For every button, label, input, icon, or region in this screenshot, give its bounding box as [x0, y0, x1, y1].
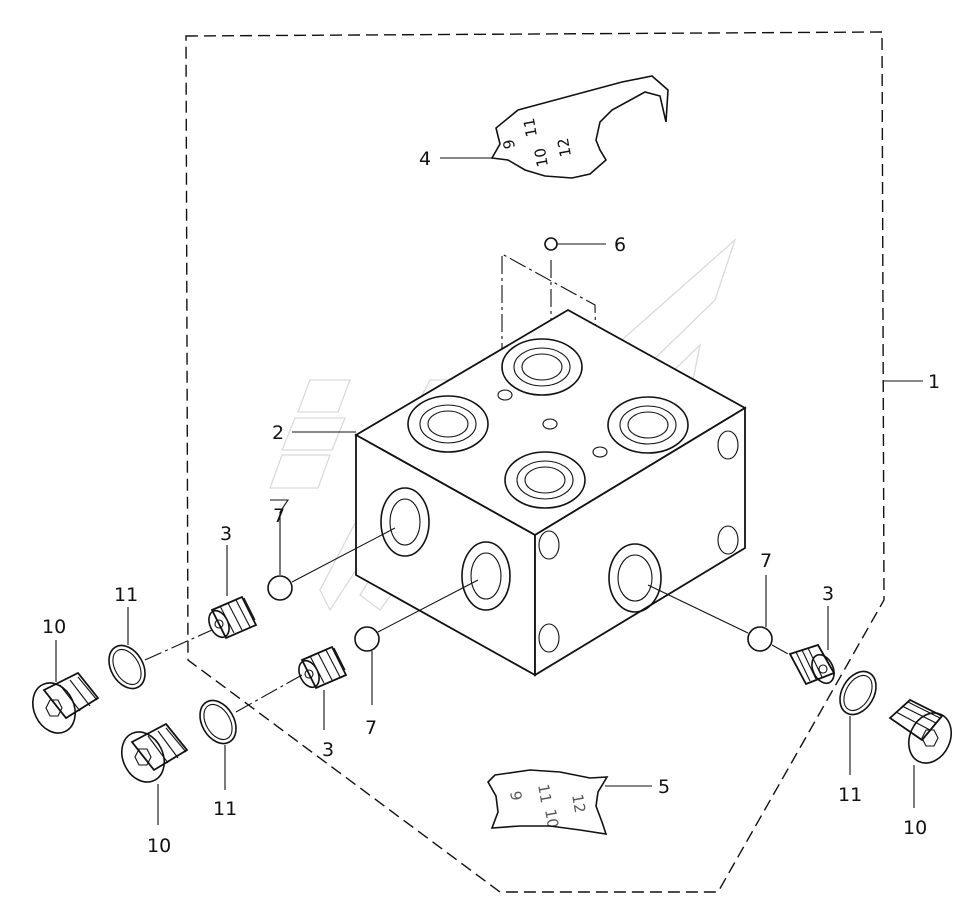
- bolt-hole: [717, 430, 739, 460]
- ball-7-right: [747, 626, 773, 652]
- o-ring-11-lower-middle: [199, 699, 237, 745]
- callout-7b: 7: [365, 717, 377, 739]
- ball-6: [544, 237, 558, 251]
- centerline-left-upper: [144, 629, 213, 661]
- plate-top-number-11: 11: [520, 117, 541, 139]
- plate-bottom-number-12: 12: [568, 793, 589, 815]
- ball-7-left: [267, 575, 293, 601]
- plate-bottom-number-9: 9: [506, 790, 525, 803]
- plug-10-upper-left: [32, 671, 100, 734]
- label-plate-bottom: 9 11 10 12: [487, 769, 609, 835]
- assembly-boundary: [185, 31, 885, 893]
- bolt-hole: [717, 525, 739, 555]
- centerline-left-lower: [235, 674, 303, 713]
- callout-2: 2: [272, 422, 284, 444]
- plug-3-right: [788, 643, 836, 686]
- callout-3b: 3: [322, 739, 334, 761]
- plate-top-number-12: 12: [554, 137, 575, 159]
- plate-top-number-9: 9: [500, 138, 519, 151]
- bolt-hole: [538, 530, 560, 560]
- left-port-1: [380, 487, 430, 557]
- plug-10-right: [888, 698, 952, 764]
- callout-3a: 3: [220, 523, 232, 545]
- callout-11a: 11: [114, 584, 138, 606]
- callout-7c: 7: [760, 550, 772, 572]
- bolt-hole: [538, 623, 560, 653]
- callout-7a-mark: [270, 499, 290, 575]
- callout-6: 6: [614, 234, 626, 256]
- plate-top-number-10: 10: [531, 147, 552, 169]
- o-ring-11-upper-left: [108, 644, 146, 690]
- top-ports: [407, 338, 689, 509]
- label-plate-top: 9 11 10 12: [490, 75, 669, 179]
- plate-bottom-number-10: 10: [541, 808, 562, 830]
- plate-bottom-number-11: 11: [534, 783, 555, 805]
- callout-10b: 10: [147, 835, 171, 857]
- callout-3c: 3: [822, 583, 834, 605]
- callout-5: 5: [658, 776, 670, 798]
- centerline-right: [771, 644, 791, 656]
- left-port-2: [461, 541, 511, 611]
- callout-10c: 10: [903, 817, 927, 839]
- valve-block: [354, 308, 747, 677]
- plug-3-lower-middle: [298, 645, 348, 690]
- callout-1: 1: [928, 371, 940, 393]
- callout-4: 4: [419, 148, 431, 170]
- callout-11c: 11: [838, 784, 862, 806]
- plug-3-upper-left: [208, 595, 258, 640]
- o-ring-11-right: [839, 670, 877, 716]
- block-right-face: [534, 406, 746, 677]
- callout-7a: 7: [273, 505, 285, 527]
- callout-10a: 10: [42, 616, 66, 638]
- right-port: [608, 543, 662, 613]
- callout-11b: 11: [213, 798, 237, 820]
- plug-10-lower-left: [121, 722, 189, 783]
- ball-7-middle: [354, 626, 380, 652]
